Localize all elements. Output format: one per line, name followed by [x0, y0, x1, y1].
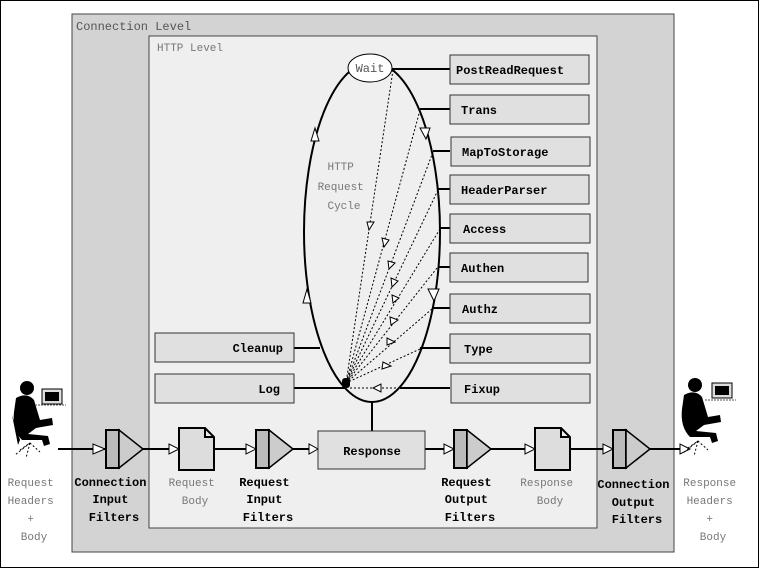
response-body-document-icon — [534, 427, 571, 471]
phase-box-access: Access — [449, 213, 591, 244]
wait-node — [347, 53, 393, 83]
request-body-document-icon — [178, 427, 215, 471]
svg-text:Type: Type — [464, 343, 493, 357]
request-output-filter-icon — [453, 428, 493, 470]
svg-text:MapToStorage: MapToStorage — [462, 146, 548, 160]
svg-text:Cleanup: Cleanup — [233, 342, 283, 356]
svg-text:Authen: Authen — [461, 262, 504, 276]
svg-text:Authz: Authz — [462, 303, 498, 317]
wait-label: Wait — [356, 62, 385, 76]
phase-box-fixup: Fixup — [450, 373, 591, 404]
cycle-end-dot — [342, 378, 350, 388]
cycle-arrowheads — [302, 126, 440, 304]
cycle-label: HTTP Request Cycle — [318, 162, 371, 213]
connection-level-label: Connection Level — [76, 20, 191, 34]
response-body-label: Response Body — [520, 478, 579, 508]
svg-text:Fixup: Fixup — [464, 383, 500, 397]
request-input-filters-label: Request Input Filters — [239, 476, 297, 525]
connection-output-filters-label: Connection Output Filters — [597, 478, 676, 527]
phase-box-authz: Authz — [449, 293, 591, 324]
request-input-filter-icon — [255, 428, 295, 470]
connection-input-filters-label: Connection Input Filters — [74, 476, 153, 525]
phase-box-trans: Trans — [449, 94, 590, 125]
request-output-filters-label: Request Output Filters — [441, 476, 499, 525]
response-headers-body-label: Response Headers + Body — [683, 478, 742, 544]
phase-box-log: Log — [154, 373, 295, 404]
short-circuit-arrows — [345, 69, 441, 393]
phase-box-maptostorage: MapToStorage — [450, 136, 591, 167]
request-body-label: Request Body — [169, 478, 222, 508]
svg-text:Access: Access — [463, 223, 506, 237]
client-user-icon-right — [681, 378, 736, 457]
http-level-label: HTTP Level — [157, 43, 223, 55]
client-user-icon-left — [12, 381, 66, 459]
svg-text:Response: Response — [343, 445, 401, 459]
phase-connectors — [294, 68, 450, 431]
request-headers-body-label: Request Headers + Body — [8, 478, 61, 544]
svg-text:Trans: Trans — [461, 104, 497, 118]
connection-input-filter-icon — [105, 428, 145, 470]
phase-box-type: Type — [449, 333, 591, 364]
response-handler-box: Response — [317, 430, 426, 470]
phase-box-cleanup: Cleanup — [154, 332, 295, 363]
svg-text:PostReadRequest: PostReadRequest — [456, 64, 564, 78]
phase-box-postreadrequest: PostReadRequest — [449, 54, 590, 85]
connection-output-filter-icon — [612, 428, 652, 470]
phase-box-authen: Authen — [449, 252, 589, 283]
svg-text:HeaderParser: HeaderParser — [461, 184, 547, 198]
phase-box-headerparser: HeaderParser — [449, 174, 590, 205]
svg-text:Log: Log — [258, 383, 280, 397]
